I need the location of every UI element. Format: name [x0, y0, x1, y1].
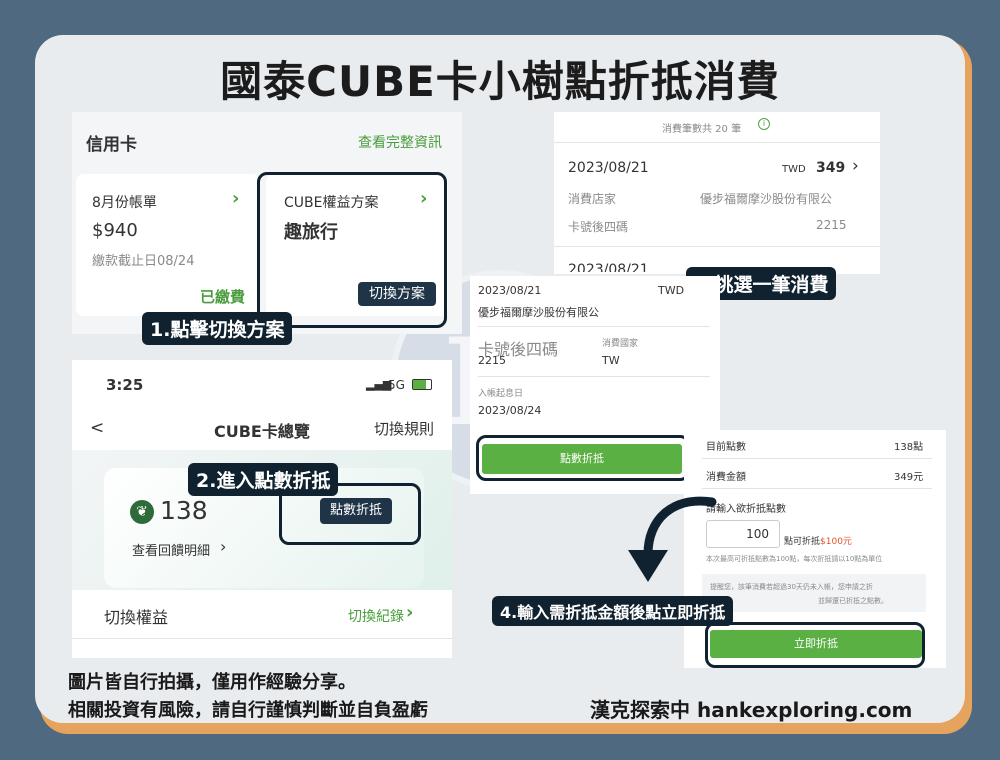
detail-redeem-button[interactable]: 點數折抵 — [482, 444, 682, 474]
detail-card-last4: 2215 — [478, 354, 506, 367]
curved-arrow-icon — [628, 496, 717, 582]
transaction-list: 消費筆數共 20 筆 i 2023/08/21 TWD 349 › 消費店家 優… — [554, 112, 880, 274]
switch-rules-link[interactable]: 切換規則 — [374, 420, 435, 438]
transaction-detail: 2023/08/21 TWD 優步福爾摩沙股份有限公 卡號後四碼 消費國家 22… — [470, 276, 720, 494]
overview-title: CUBE卡總覽 — [214, 422, 310, 441]
txn-amount: 349 — [816, 160, 846, 176]
merchant-name: 優步福爾摩沙股份有限公 — [700, 192, 833, 206]
notice-line-2: 並歸還已折抵之點數。 — [818, 597, 888, 605]
notice-line-1: 提醒您，該筆消費若超過30天仍未入帳，您申請之折 — [710, 583, 873, 591]
divider — [478, 376, 710, 377]
callout-step4: 4.輸入需折抵金額後點立即折抵 — [492, 596, 734, 626]
bill-amount: $940 — [92, 220, 138, 241]
bill-due: 繳款截止日08/24 — [92, 254, 195, 269]
points-input[interactable]: 100 — [706, 520, 780, 548]
plan-label: CUBE權益方案 — [284, 195, 379, 211]
card-label: 卡號後四碼 — [568, 220, 629, 234]
confirm-redeem-button[interactable]: 立即折抵 — [710, 630, 922, 658]
divider — [554, 142, 880, 143]
points-detail-link[interactable]: 查看回饋明細 — [132, 544, 211, 559]
amount-label: 消費金額 — [706, 472, 746, 483]
switch-record-link[interactable]: 切換紀錄 — [348, 609, 404, 625]
plan-name: 趣旅行 — [284, 222, 338, 243]
status-time: 3:25 — [106, 376, 144, 394]
bill-label: 8月份帳單 — [92, 195, 157, 211]
amount-value: 349元 — [894, 472, 924, 483]
leaf-icon: ❦ — [130, 500, 154, 524]
notice-box: 提醒您，該筆消費若超過30天仍未入帳，您申請之折 並歸還已折抵之點數。 — [702, 574, 926, 612]
card-last4: 2215 — [816, 218, 847, 232]
txn-date: 2023/08/21 — [568, 160, 649, 176]
highlight-detail-redeem — [476, 435, 690, 481]
can-redeem-label: 點可折抵$100元 — [784, 534, 852, 547]
redeem-points-button[interactable]: 點數折抵 — [320, 498, 392, 524]
credit-card-section: 信用卡 查看完整資訊 8月份帳單 › $940 繳款截止日08/24 已繳費 C… — [72, 112, 462, 334]
highlight-confirm-button — [705, 622, 925, 668]
divider — [702, 458, 932, 459]
detail-country: TW — [602, 354, 620, 367]
divider — [478, 326, 710, 327]
transaction-count: 消費筆數共 20 筆 — [662, 124, 742, 135]
current-points-value: 138點 — [894, 442, 924, 453]
highlight-redeem-button — [279, 483, 421, 545]
battery-icon — [412, 379, 432, 390]
switch-plan-button[interactable]: 切換方案 — [358, 282, 436, 306]
disclaimer-line-2: 相關投資有風險，請自行謹慎判斷並自負盈虧 — [68, 700, 428, 721]
current-points-label: 目前點數 — [706, 442, 746, 453]
chevron-right-icon: › — [232, 188, 240, 209]
switch-benefit-label: 切換權益 — [104, 608, 169, 627]
detail-merchant: 優步福爾摩沙股份有限公 — [478, 306, 599, 319]
network-label: 5G — [388, 378, 405, 392]
callout-step1: 1.點擊切換方案 — [142, 312, 293, 345]
detail-posting-label: 入帳起息日 — [478, 389, 524, 399]
next-txn-date: 2023/08/21 — [568, 262, 649, 272]
chevron-right-icon: › — [420, 188, 428, 209]
chevron-right-icon: › — [406, 602, 414, 623]
points-value: 138 — [160, 496, 208, 525]
disclaimer-line-1: 圖片皆自行拍攝，僅用作經驗分享。 — [68, 672, 356, 693]
detail-date: 2023/08/21 — [478, 284, 542, 297]
callout-step3: 3.挑選一筆消費 — [686, 267, 837, 300]
view-all-link[interactable]: 查看完整資訊 — [358, 135, 442, 151]
txn-currency: TWD — [782, 164, 806, 175]
plan-card[interactable]: CUBE權益方案 › 趣旅行 切換方案 — [266, 174, 448, 316]
detail-posting-date: 2023/08/24 — [478, 404, 542, 417]
bill-status: 已繳費 — [200, 288, 246, 306]
divider — [702, 488, 932, 489]
can-redeem-text: 點可折抵 — [784, 537, 821, 547]
can-redeem-amount: $100元 — [820, 537, 852, 547]
chevron-right-icon[interactable]: › — [852, 156, 859, 176]
brand-footer: 漢克探索中 hankexploring.com — [590, 698, 913, 722]
divider — [554, 246, 880, 247]
redeem-rule: 本次最高可折抵點數為100點，每次折抵請以10點為單位 — [706, 555, 883, 563]
detail-card-label: 卡號後四碼 — [478, 340, 559, 359]
divider — [72, 638, 452, 639]
input-label: 請輸入欲折抵點數 — [706, 504, 786, 515]
merchant-label: 消費店家 — [568, 192, 617, 206]
points-input-value: 100 — [746, 527, 769, 541]
chevron-right-icon: › — [220, 537, 227, 556]
highlight-plan-card — [257, 172, 447, 328]
signal-icon: ▂▄▆ — [366, 378, 392, 391]
info-icon: i — [758, 118, 770, 130]
bill-card[interactable]: 8月份帳單 › $940 繳款截止日08/24 已繳費 — [76, 174, 260, 316]
callout-step2: 2.進入點數折抵 — [188, 463, 339, 496]
page-title: 國泰CUBE卡小樹點折抵消費 — [220, 57, 780, 106]
redeem-form: 目前點數 138點 消費金額 349元 請輸入欲折抵點數 100 點可折抵$10… — [684, 430, 946, 668]
credit-heading: 信用卡 — [86, 135, 137, 155]
detail-currency: TWD — [658, 284, 685, 297]
back-icon[interactable]: < — [90, 418, 105, 438]
detail-country-label: 消費國家 — [602, 339, 639, 349]
